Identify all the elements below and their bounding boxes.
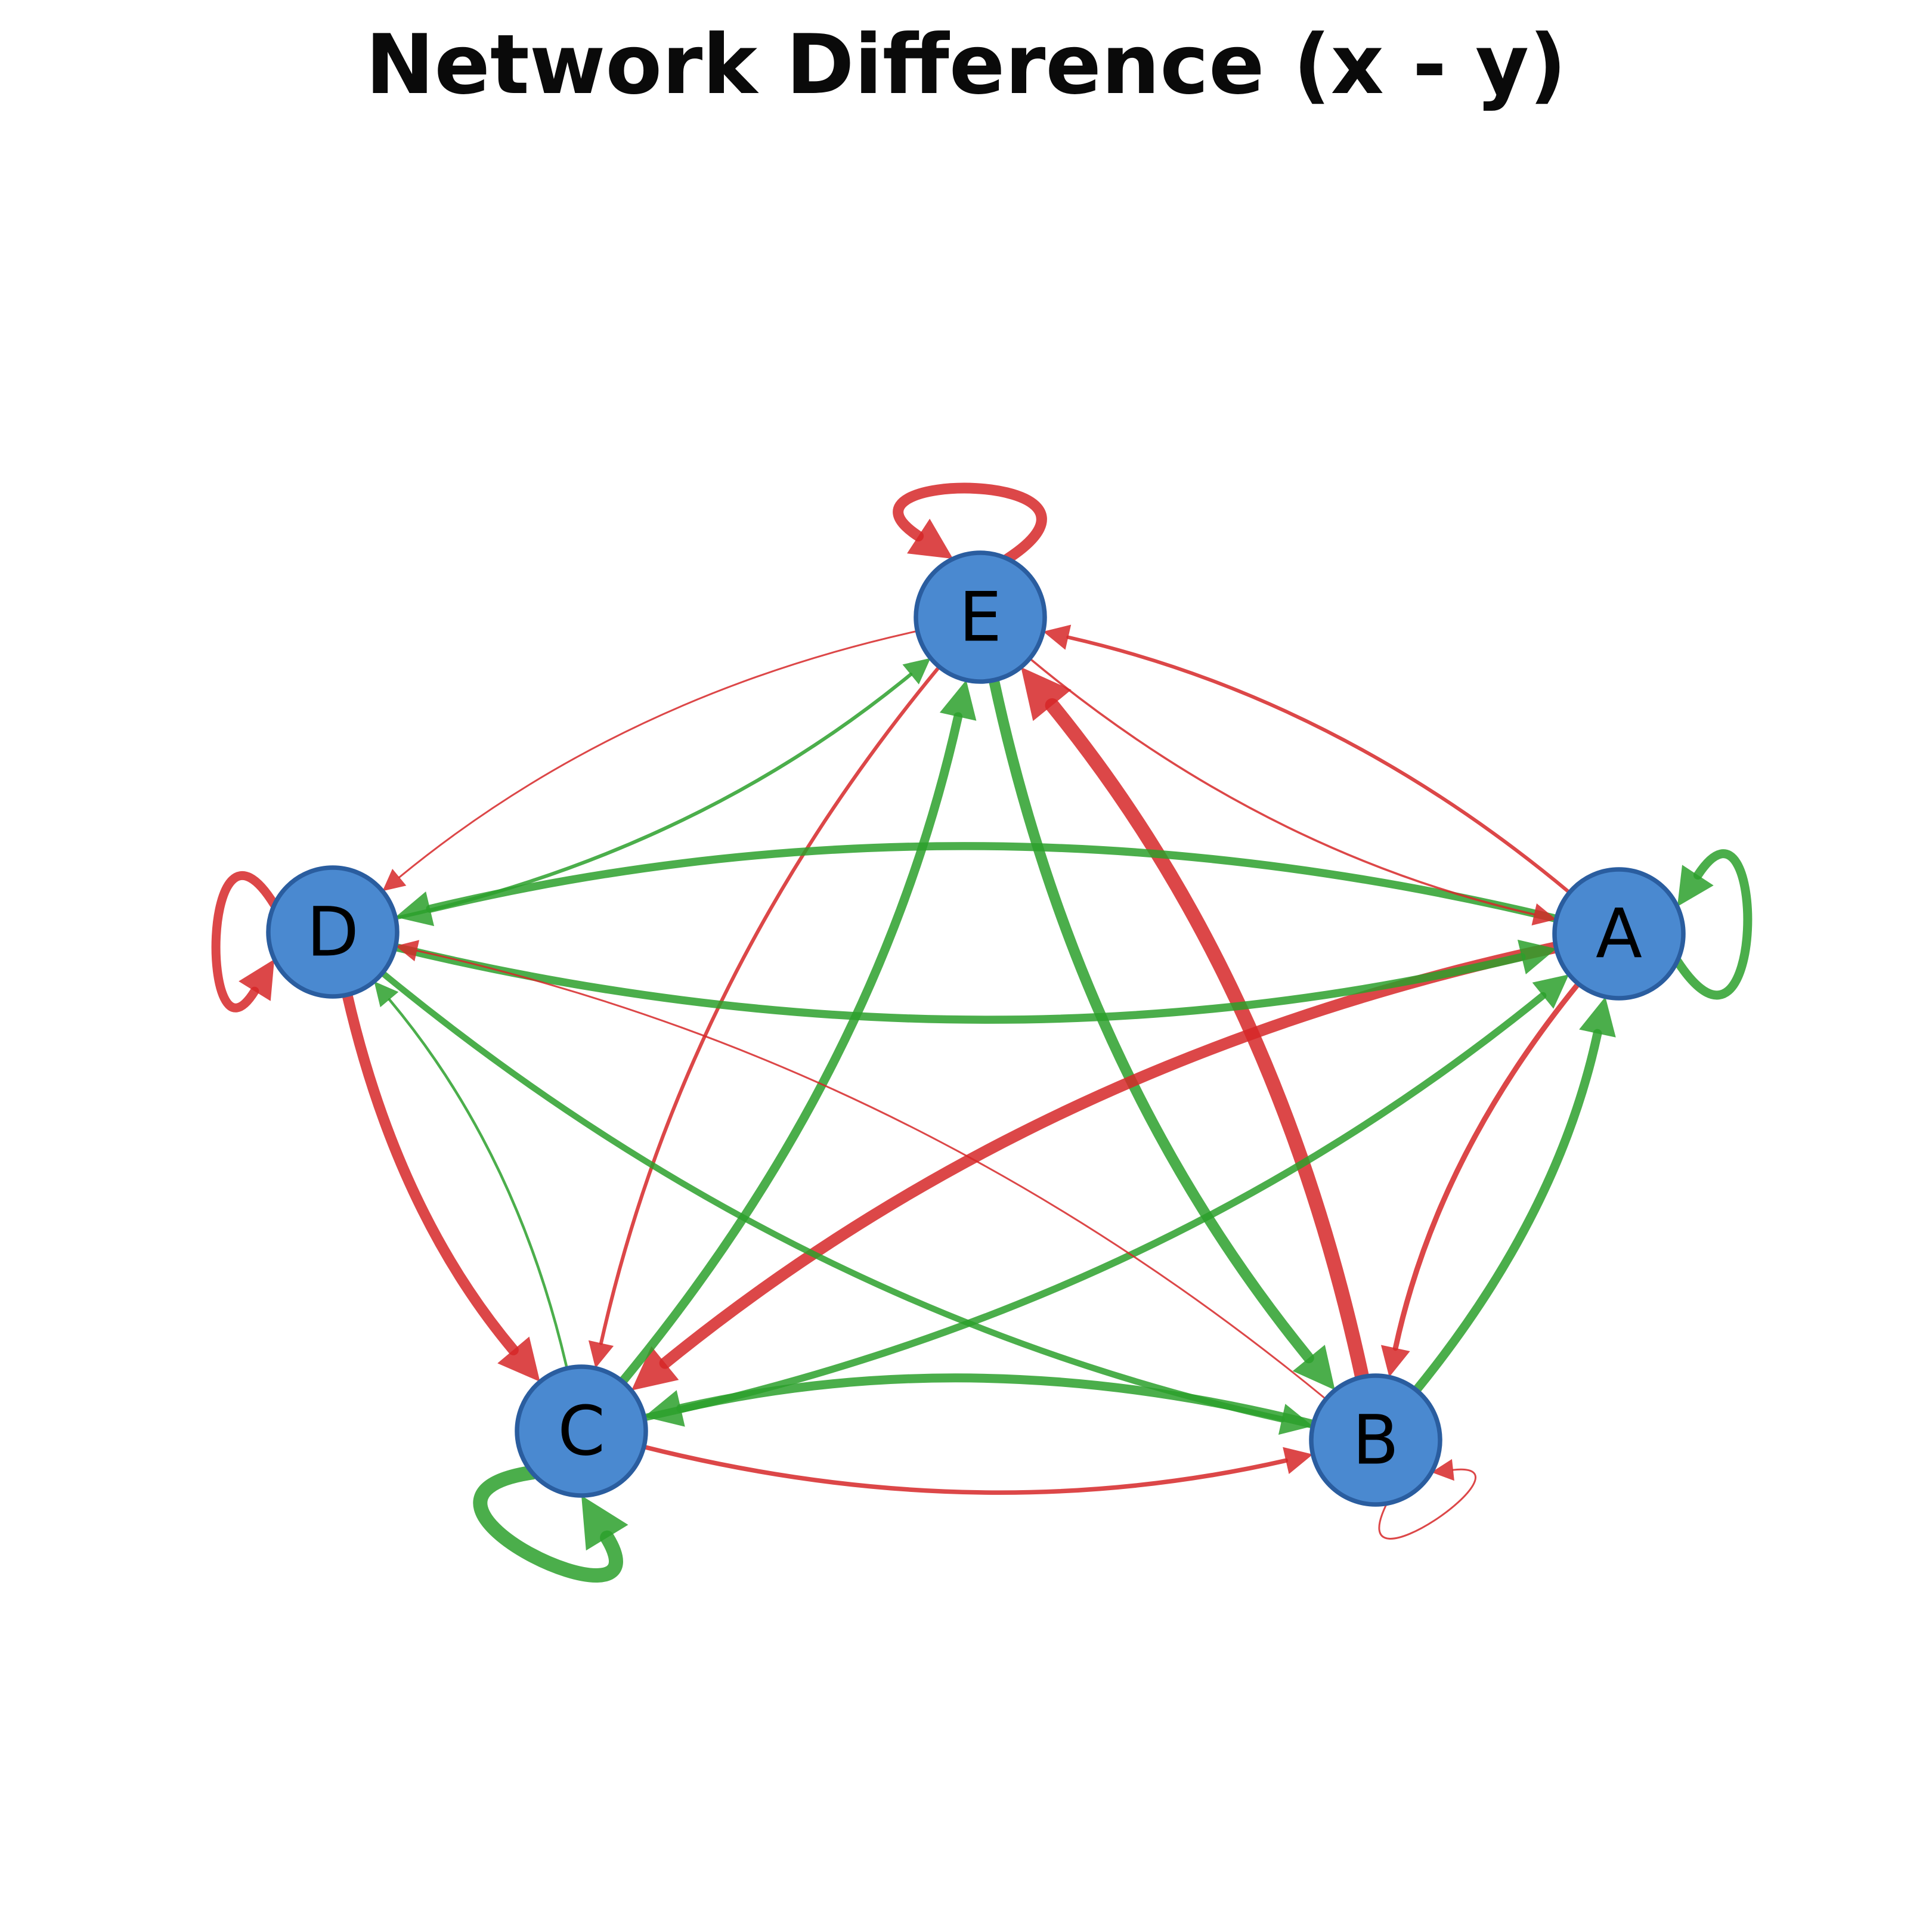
- node-circle-B: [1309, 1373, 1442, 1507]
- edge-C-B: [641, 1444, 1289, 1495]
- arrowhead-C-A: [1532, 974, 1569, 1009]
- self-loop-A: [1673, 849, 1753, 1000]
- arrowhead-D-A: [1517, 939, 1556, 974]
- edge-A-D: [426, 842, 1561, 923]
- node-label-E: E: [959, 578, 1002, 657]
- edge-D-C: [342, 989, 519, 1355]
- edge-E-B: [988, 674, 1314, 1364]
- edge-D-B: [379, 970, 1285, 1423]
- edge-B-D: [416, 949, 1327, 1400]
- node-B: B: [1309, 1373, 1442, 1507]
- edge-E-C: [599, 665, 942, 1345]
- arrowhead-D-E: [902, 658, 931, 685]
- arrowhead-B-C: [644, 1390, 685, 1427]
- self-loop-arrowhead-B: [1431, 1459, 1454, 1481]
- node-D: D: [266, 865, 400, 999]
- self-loop-arrowhead-C: [581, 1496, 628, 1551]
- arrowhead-D-B: [1278, 1404, 1313, 1435]
- nodes-layer: E D A C B: [266, 550, 1686, 1507]
- arrowhead-B-E: [1021, 667, 1072, 722]
- edge-A-E: [1066, 635, 1572, 894]
- node-circle-D: [266, 865, 400, 999]
- node-E: E: [914, 550, 1047, 684]
- arrowhead-E-D: [382, 869, 407, 891]
- self-loop-E: [893, 482, 1047, 565]
- node-label-A: A: [1596, 894, 1642, 974]
- self-loop-arrowhead-A: [1677, 865, 1714, 907]
- arrowhead-B-A: [1579, 996, 1616, 1038]
- chart-title: Network Difference (x - y): [366, 17, 1566, 113]
- edge-E-A: [1029, 657, 1535, 916]
- arrowhead-E-A: [1531, 903, 1556, 925]
- edge-B-E: [1045, 698, 1370, 1385]
- arrowhead-B-D: [395, 940, 420, 962]
- edge-A-B: [1392, 981, 1581, 1351]
- edge-C-E: [618, 712, 963, 1386]
- arrowhead-A-C: [631, 1346, 679, 1391]
- arrowhead-E-B: [1292, 1345, 1335, 1391]
- self-loop-C: [473, 1465, 623, 1583]
- edge-C-A: [640, 992, 1547, 1422]
- node-circle-A: [1552, 867, 1686, 1001]
- arrowhead-A-B: [1380, 1345, 1410, 1377]
- arrowhead-A-E: [1043, 624, 1072, 650]
- arrowhead-D-C: [497, 1336, 540, 1382]
- edge-C-D: [388, 998, 568, 1370]
- node-label-B: B: [1352, 1401, 1399, 1480]
- edge-E-D: [398, 630, 919, 878]
- arrowhead-C-B: [1283, 1447, 1313, 1475]
- arrowhead-E-C: [588, 1340, 614, 1368]
- node-C: C: [515, 1364, 648, 1498]
- node-circle-E: [914, 550, 1047, 684]
- edge-B-A: [1411, 1029, 1602, 1395]
- edges-layer: [211, 482, 1753, 1583]
- self-loop-arrowhead-D: [239, 959, 275, 1001]
- node-label-D: D: [306, 893, 359, 972]
- edge-D-E: [394, 673, 913, 920]
- node-circle-C: [515, 1364, 648, 1498]
- self-loop-arrowhead-E: [907, 518, 953, 559]
- node-label-C: C: [558, 1392, 605, 1471]
- edge-D-A: [391, 943, 1526, 1024]
- self-loop-B: [1378, 1468, 1476, 1540]
- arrowhead-C-E: [939, 680, 977, 721]
- self-loop-D: [211, 871, 279, 1013]
- node-A: A: [1552, 867, 1686, 1001]
- arrowhead-C-D: [374, 981, 399, 1008]
